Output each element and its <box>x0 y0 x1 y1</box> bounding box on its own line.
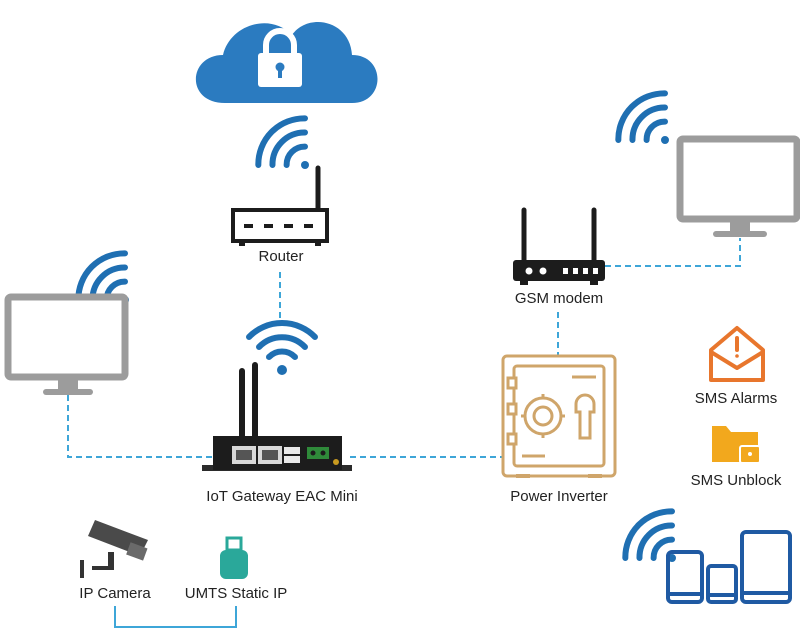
usb-stick-icon <box>220 536 248 579</box>
sms-alarms-label: SMS Alarms <box>694 390 778 407</box>
gateway-icon <box>202 362 352 471</box>
ip-camera-label: IP Camera <box>79 585 151 602</box>
camera-usb-link <box>114 606 237 628</box>
wifi-icon <box>255 115 309 169</box>
umts-label: UMTS Static IP <box>184 585 288 602</box>
power-inverter-label: Power Inverter <box>510 488 608 505</box>
gateway-label: IoT Gateway EAC Mini <box>206 488 358 505</box>
wifi-icon <box>622 508 676 562</box>
monitor-icon <box>676 135 800 237</box>
wifi-icon <box>246 320 318 375</box>
monitor-icon <box>4 293 129 395</box>
router-label: Router <box>258 248 304 265</box>
gsm-modem-icon <box>513 207 605 285</box>
wifi-icon <box>615 90 669 144</box>
camera-icon <box>80 520 148 578</box>
connection-lines <box>67 238 741 458</box>
router-icon <box>231 165 329 246</box>
gsm-modem-label: GSM modem <box>514 290 604 307</box>
safe-icon <box>501 354 617 478</box>
cloud-lock-icon <box>195 21 378 104</box>
envelope-alert-icon <box>709 326 765 382</box>
mobile-devices-icon <box>666 530 792 604</box>
folder-lock-icon <box>712 426 761 464</box>
monitor-gateway-link <box>67 395 213 458</box>
sms-unblock-label: SMS Unblock <box>690 472 782 489</box>
modem-monitor-link <box>605 238 741 267</box>
